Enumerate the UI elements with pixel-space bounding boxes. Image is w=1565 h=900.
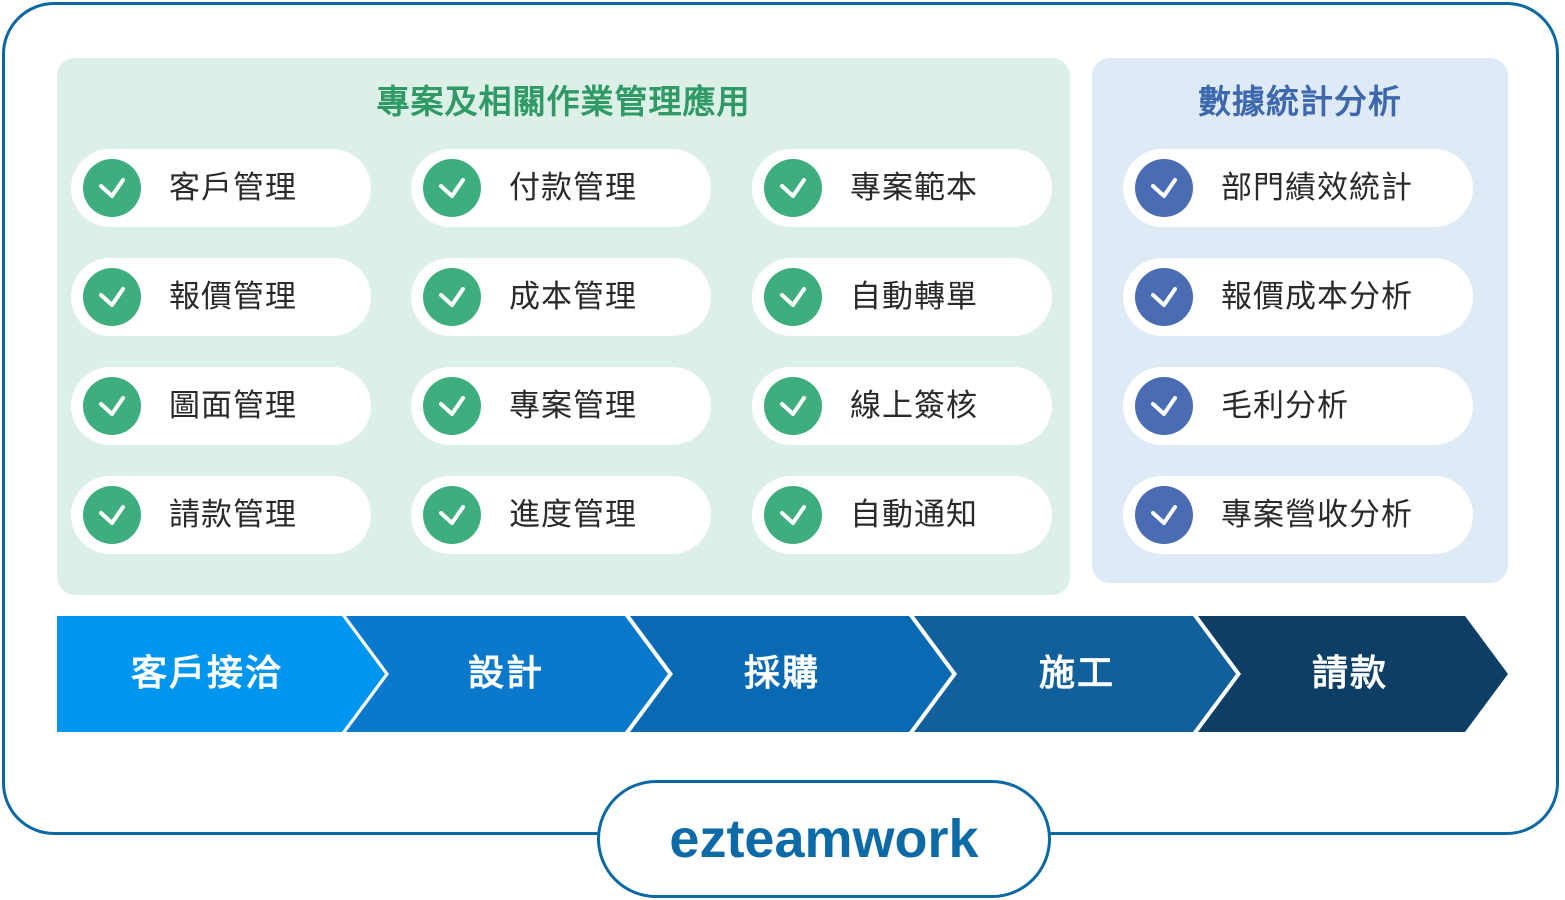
check-circle-icon [423,377,481,435]
check-circle-icon [764,159,822,217]
stage-label: 施工 [1038,653,1115,694]
brand-name: ezteamwork [669,809,979,869]
check-circle-icon [1135,268,1193,326]
process-stage: 施工 [914,616,1236,732]
analysis-item: 專案營收分析 [1123,476,1473,554]
check-circle-icon [764,377,822,435]
process-stage: 設計 [346,616,668,732]
feature-item: 付款管理 [411,149,711,227]
feature-item: 自動轉單 [752,258,1052,336]
stage-shape [1198,616,1508,732]
analysis-item: 毛利分析 [1123,367,1473,445]
check-circle-icon [1135,159,1193,217]
feature-item: 請款管理 [71,476,371,554]
stage-shape [630,616,952,732]
feature-item: 自動通知 [752,476,1052,554]
project-panel-title: 專案及相關作業管理應用 [376,82,751,121]
check-circle-icon [764,268,822,326]
stage-label: 客戶接洽 [130,653,283,694]
feature-item: 報價管理 [71,258,371,336]
feature-item: 進度管理 [411,476,711,554]
check-circle-icon [83,377,141,435]
stage-shape [346,616,668,732]
feature-item: 專案範本 [752,149,1052,227]
analysis-item: 報價成本分析 [1123,258,1473,336]
feature-item-label: 客戶管理 [169,170,297,206]
feature-item-label: 專案範本 [850,170,978,206]
analysis-item-label: 報價成本分析 [1221,279,1413,315]
feature-item-label: 圖面管理 [169,388,297,424]
check-circle-icon [83,268,141,326]
feature-item: 專案管理 [411,367,711,445]
feature-item: 客戶管理 [71,149,371,227]
feature-item-label: 付款管理 [509,170,637,206]
feature-item-label: 成本管理 [509,279,637,315]
analysis-item-label: 部門績效統計 [1221,170,1413,206]
check-circle-icon [423,268,481,326]
feature-item-label: 線上簽核 [850,388,978,424]
feature-item-label: 自動轉單 [850,279,978,315]
check-circle-icon [1135,377,1193,435]
feature-item: 線上簽核 [752,367,1052,445]
feature-item-label: 請款管理 [169,497,297,533]
feature-item-label: 專案管理 [509,388,637,424]
stage-shape [57,616,385,732]
check-circle-icon [423,486,481,544]
feature-item-label: 報價管理 [169,279,297,315]
process-stage: 客戶接洽 [57,616,385,732]
check-circle-icon [83,159,141,217]
feature-item: 圖面管理 [71,367,371,445]
check-circle-icon [83,486,141,544]
check-circle-icon [764,486,822,544]
feature-item: 成本管理 [411,258,711,336]
stage-shape [914,616,1236,732]
analysis-item: 部門績效統計 [1123,149,1473,227]
stats-panel-title: 數據統計分析 [1198,82,1402,121]
stage-label: 採購 [743,653,820,694]
feature-item-label: 進度管理 [509,497,637,533]
stage-label: 設計 [467,653,544,694]
analysis-item-label: 專案營收分析 [1221,497,1413,533]
analysis-item-label: 毛利分析 [1221,388,1349,424]
check-circle-icon [423,159,481,217]
process-stage: 請款 [1198,616,1508,732]
stage-label: 請款 [1311,653,1388,694]
process-stage: 採購 [630,616,952,732]
feature-item-label: 自動通知 [850,497,978,533]
brand-badge: ezteamwork [597,780,1051,898]
check-circle-icon [1135,486,1193,544]
